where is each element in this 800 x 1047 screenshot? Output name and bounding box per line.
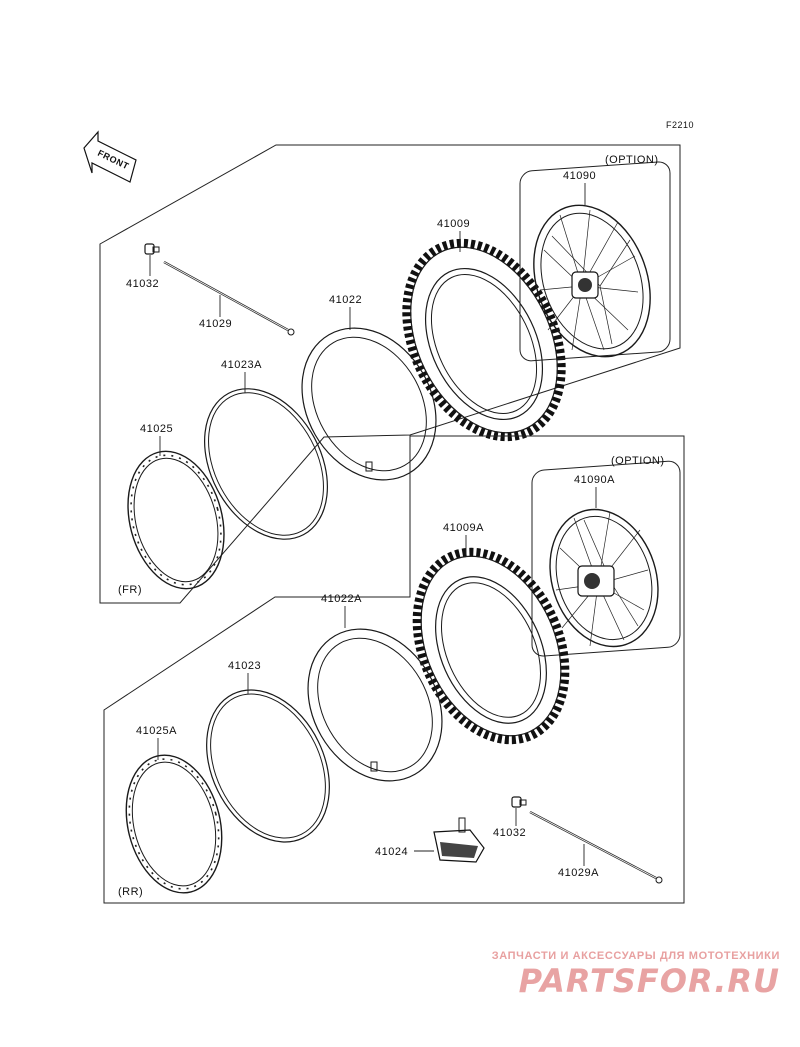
option-label-top: (OPTION) [605,154,659,166]
rim-lock-icon [433,817,485,863]
rear-group-outline [103,435,685,904]
rim-band-front [204,388,328,540]
label-41023: 41023 [228,660,261,672]
rear-section-label: (RR) [118,886,143,898]
wheel-front-option [533,204,651,358]
label-41029A: 41029A [558,867,599,879]
rim-rear [125,754,223,894]
tire-rear [412,547,570,745]
option-box-bottom [531,460,681,657]
option-label-bottom: (OPTION) [611,455,665,467]
spoke-top-icon [163,261,295,336]
valve-bottom-icon [511,796,527,808]
inner-tube-rear [307,628,443,782]
label-41090A: 41090A [574,474,615,486]
label-41025A: 41025A [136,725,177,737]
inner-tube-front [301,327,437,481]
label-41022: 41022 [329,294,362,306]
option-box-top [519,161,671,362]
label-41032-bottom: 41032 [493,827,526,839]
label-41090: 41090 [563,170,596,182]
label-41024: 41024 [375,846,408,858]
label-41022A: 41022A [321,593,362,605]
wheel-rear-option [549,508,659,648]
front-section-label: (FR) [118,584,142,596]
label-41032-top: 41032 [126,278,159,290]
watermark-logo: PARTSFOR.RU [518,962,780,1000]
label-41009: 41009 [437,218,470,230]
rim-front [127,450,225,590]
label-41029: 41029 [199,318,232,330]
watermark: ЗАПЧАСТИ И АКСЕССУАРЫ ДЛЯ МОТОТЕХНИКИ PA… [492,950,780,1000]
valve-top-icon [144,243,160,255]
front-wheel-group: 41032 41029 41022 41009 [99,144,681,604]
figure-code: F2210 [666,120,694,130]
rear-wheel-group: (OPTION) 41090A 41009A 41022A 41023 [103,435,685,904]
rim-band-rear [206,689,330,843]
tire-front [402,238,566,442]
watermark-tagline: ЗАПЧАСТИ И АКСЕССУАРЫ ДЛЯ МОТОТЕХНИКИ [491,950,780,962]
label-41025: 41025 [140,423,173,435]
spoke-bottom-icon [529,811,663,884]
label-41009A: 41009A [443,522,484,534]
front-arrow-icon: FRONT [83,130,137,183]
front-group-outline [99,144,681,604]
label-41023A: 41023A [221,359,262,371]
